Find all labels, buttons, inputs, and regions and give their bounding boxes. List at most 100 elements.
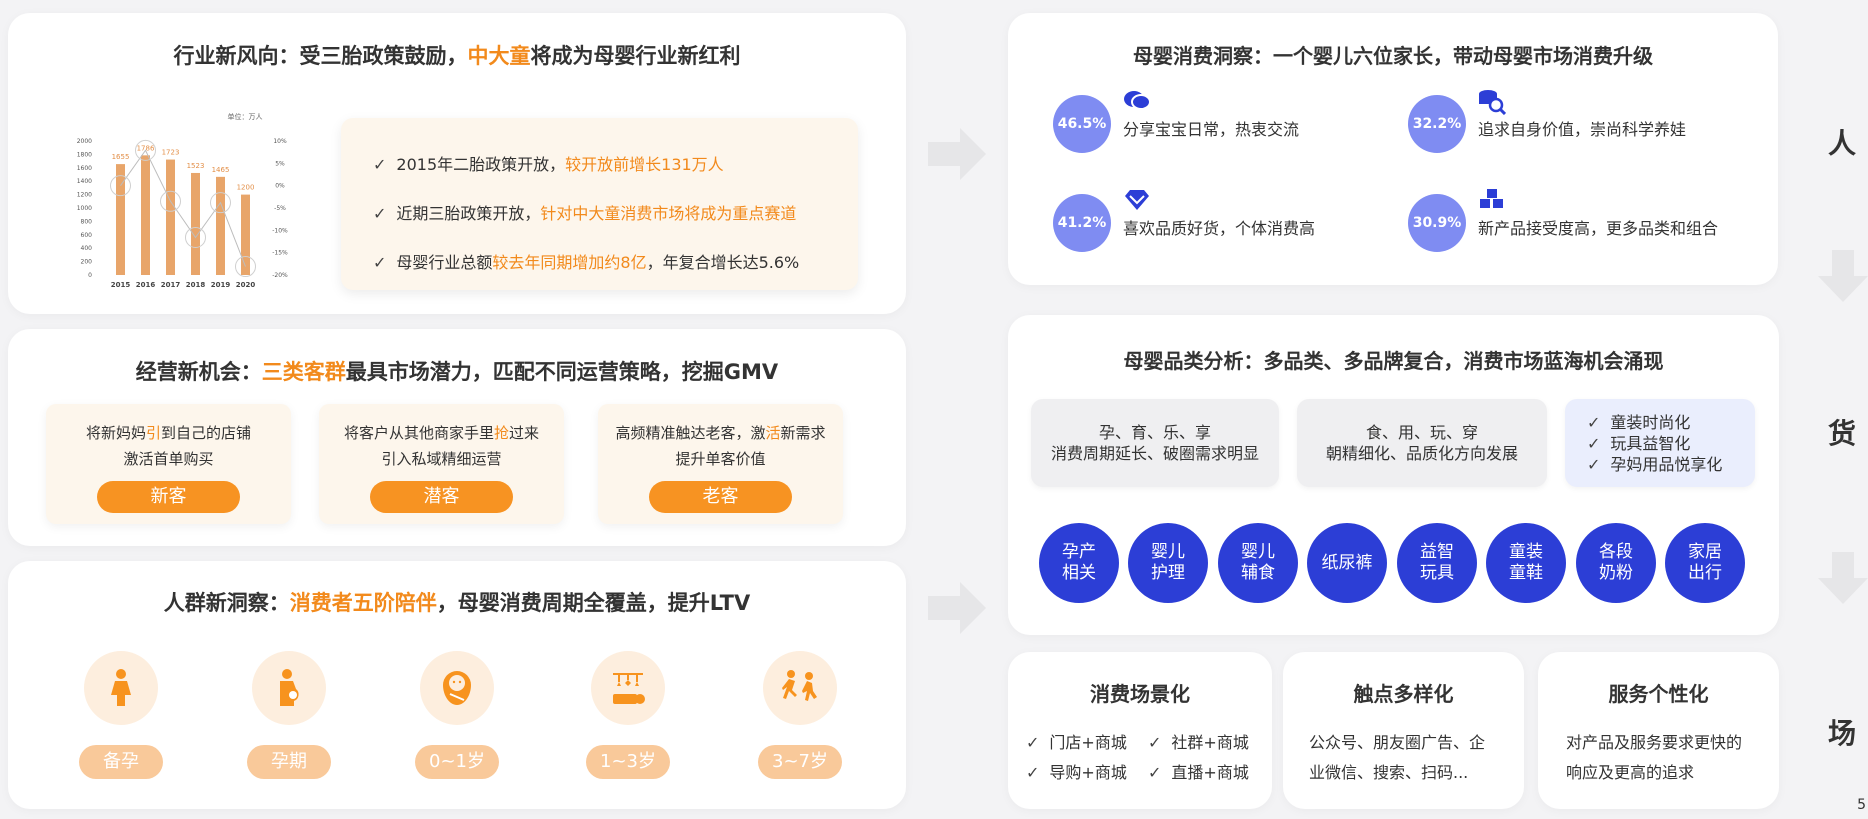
business-opportunity-card: 经营新机会：三类客群最具市场潜力，匹配不同运营策略，挖掘GMV 将新妈妈引到自己… [8, 329, 906, 546]
desc-text: 将新妈妈 [85, 424, 146, 442]
potential-customer-pill: 潜客 [370, 481, 513, 513]
title-text: 人群新洞察： [163, 591, 290, 615]
check-icon: ✓ [1148, 733, 1162, 752]
title-highlight: 中大童 [467, 44, 531, 68]
y-tick-label: 800 [81, 218, 93, 225]
insight-item: 32.2% 追求自身价值，崇尚科学养娃 [1408, 90, 1748, 155]
point-text: 母婴行业总额 [396, 253, 493, 272]
category-bubble: 家居出行 [1665, 523, 1745, 603]
consumer-insight-card: 母婴消费洞察：一个婴儿六位家长，带动母婴市场消费升级 46.5% 分享宝宝日常，… [1008, 13, 1778, 285]
scenario-text: 社群+商城 [1171, 733, 1249, 752]
service-card: 服务个性化 对产品及服务要求更快的 响应及更高的追求 [1538, 652, 1779, 809]
touchpoint-line: 公众号、朋友圈广告、企 [1309, 733, 1486, 752]
bubble-line: 婴儿 [1151, 542, 1185, 562]
y-tick-label: 0 [88, 272, 92, 279]
touchpoint-desc: 公众号、朋友圈广告、企 业微信、搜索、扫码... [1309, 728, 1485, 788]
bubble-line: 家居 [1688, 542, 1722, 562]
category-bubble: 纸尿裤 [1307, 523, 1387, 603]
service-line: 响应及更高的追求 [1566, 763, 1695, 782]
bar-value-label: 1786 [137, 144, 155, 152]
y-tick-label: 1600 [77, 165, 92, 172]
x-tick-label: 2017 [161, 281, 181, 289]
category-bubble: 各段奶粉 [1576, 523, 1656, 603]
check-icon: ✓ [373, 155, 387, 174]
stage-pregnancy: 孕期 [244, 651, 334, 779]
point-highlight: 较去年同期增加约8亿 [492, 253, 647, 272]
stage-infant: 0~1岁 [412, 651, 502, 779]
stage-label: 孕期 [247, 745, 331, 779]
pregnant-woman-icon [84, 651, 158, 725]
chart-bar [216, 176, 225, 275]
desc-text: 到自己的店铺 [161, 424, 252, 442]
side-label-place: 场 [1828, 717, 1857, 750]
trend-item: ✓玩具益智化 [1587, 433, 1755, 454]
desc-text: 提升单客价值 [675, 450, 766, 468]
policy-point: ✓ 近期三胎政策开放，针对中大童消费市场将成为重点赛道 [373, 189, 858, 238]
segment-desc: 高频精准触达老客，激活新需求提升单客价值 [598, 420, 843, 472]
desc-text: 引入私域精细运营 [381, 450, 502, 468]
scenario-text: 导购+商城 [1049, 763, 1127, 782]
y2-tick-label: -5% [274, 205, 286, 212]
chart-bar [116, 164, 125, 275]
stage-label: 1~3岁 [586, 745, 670, 779]
growth-point [210, 192, 231, 214]
growth-point [160, 190, 181, 212]
y-tick-label: 1200 [77, 192, 92, 199]
growth-point [235, 256, 256, 278]
bubble-line: 益智 [1420, 542, 1454, 562]
segment-desc: 将新妈妈引到自己的店铺激活首单购买 [46, 420, 291, 472]
stage-toddler: 1~3岁 [583, 651, 673, 779]
diamond-icon [1125, 190, 1149, 210]
point-text: 近期三胎政策开放， [396, 204, 541, 223]
bubble-line: 孕产 [1062, 542, 1096, 562]
y-tick-label: 600 [81, 232, 93, 239]
bubble-line: 玩具 [1420, 563, 1454, 583]
check-icon: ✓ [373, 204, 387, 223]
desc-text: 高频精准触达老客，激 [615, 424, 766, 442]
scenario-item: ✓门店+商城 [1026, 728, 1127, 758]
search-data-icon [1479, 90, 1506, 115]
service-desc: 对产品及服务要求更快的 响应及更高的追求 [1566, 728, 1742, 788]
title-text: 将成为母婴行业新红利 [530, 44, 741, 68]
x-tick-label: 2016 [136, 281, 156, 289]
y2-tick-label: 5% [275, 160, 285, 167]
scenario-text: 门店+商城 [1049, 733, 1127, 752]
insight-percentage: 46.5% [1053, 95, 1111, 153]
category-trend-box: ✓童装时尚化 ✓玩具益智化 ✓孕妈用品悦享化 [1565, 399, 1755, 487]
arrow-down-icon [1818, 552, 1868, 604]
trend-text: 孕妈用品悦享化 [1610, 454, 1723, 474]
chat-bubbles-icon [1124, 91, 1151, 110]
insight-text: 追求自身价值，崇尚科学养娃 [1478, 120, 1687, 139]
insight-item: 41.2% 喜欢品质好货，个体消费高 [1053, 190, 1393, 254]
y-tick-label: 200 [81, 259, 93, 266]
bubble-line: 出行 [1688, 563, 1722, 583]
arrow-down-icon [1818, 250, 1868, 302]
bubble-line: 童装 [1509, 542, 1543, 562]
bubble-line: 婴儿 [1241, 542, 1275, 562]
bar-value-label: 1655 [112, 153, 130, 161]
point-highlight: 针对中大童消费市场将成为重点赛道 [540, 204, 797, 223]
insight-text: 分享宝宝日常，热衷交流 [1123, 120, 1300, 139]
consumer-insight-title: 母婴消费洞察：一个婴儿六位家长，带动母婴市场消费升级 [1133, 44, 1653, 68]
customer-segment-old: 高频精准触达老客，激活新需求提升单客价值 老客 [598, 404, 843, 524]
scenario-title: 消费场景化 [1090, 682, 1190, 706]
audience-insight-title: 人群新洞察：消费者五阶陪伴，母婴消费周期全覆盖，提升LTV [8, 587, 906, 617]
old-customer-pill: 老客 [649, 481, 792, 513]
desc-text: 将客户从其他商家手里 [343, 424, 494, 442]
running-kids-icon [763, 651, 837, 725]
scenario-item: ✓ 社群+商城 [1148, 728, 1249, 758]
stage-child: 3~7岁 [755, 651, 845, 779]
category-box-line: 食、用、玩、穿 [1365, 423, 1478, 442]
page-number: 5 [1857, 797, 1866, 813]
y-tick-label: 400 [81, 245, 93, 252]
bubble-line: 纸尿裤 [1321, 552, 1373, 573]
title-highlight: 消费者五阶陪伴 [289, 591, 437, 615]
insight-percentage: 32.2% [1408, 95, 1466, 153]
title-text: 最具市场潜力，匹配不同运营策略，挖掘GMV [345, 360, 779, 384]
policy-point: ✓母婴行业总额较去年同期增加约8亿，年复合增长达5.6% [373, 238, 858, 287]
bar-value-label: 1523 [187, 162, 205, 170]
insight-item: 30.9% 新产品接受度高，更多品类和组合 [1408, 189, 1748, 254]
stage-label: 0~1岁 [415, 745, 499, 779]
title-highlight: 三类客群 [261, 360, 346, 384]
growth-point [110, 175, 131, 197]
